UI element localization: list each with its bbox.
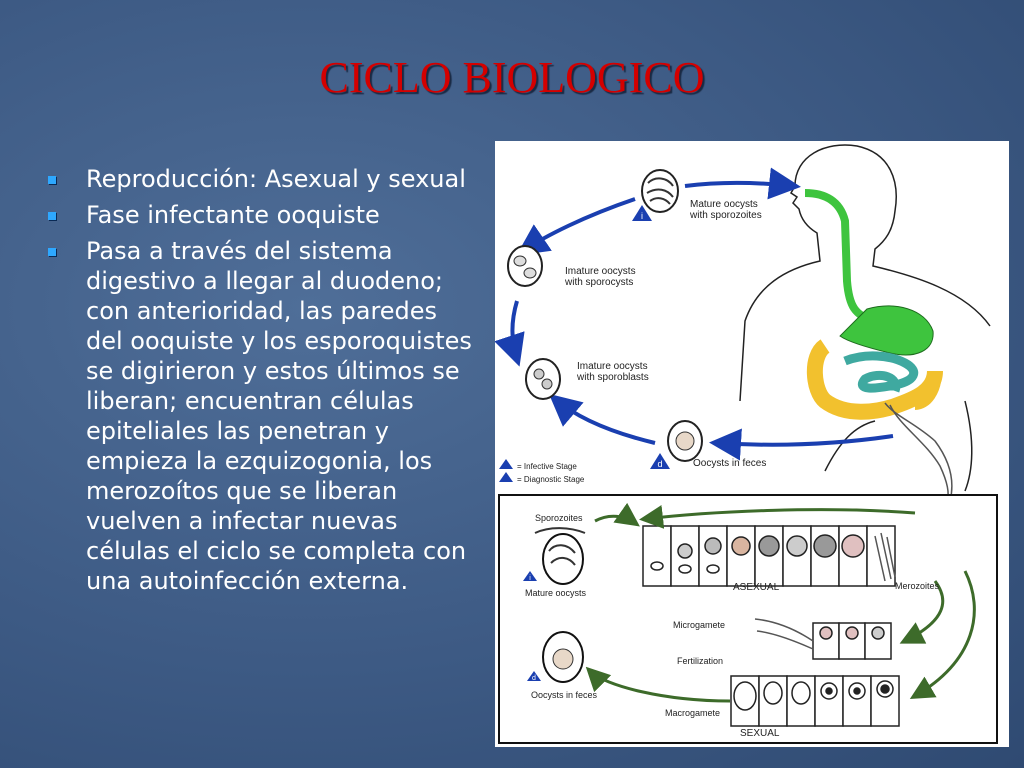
bottom-cycle-arrows [585,502,976,703]
label-oocysts-in-feces: Oocysts in feces [531,690,598,700]
stage-marker-infective: i [632,205,652,221]
label-merozoites: Merozoites [895,581,940,591]
label-with-sporozoites: with sporozoites [689,210,762,221]
sexual-stage-cells [730,618,900,727]
life-cycle-diagram: i d Mature oocysts with sporozoites Imat… [494,144,998,744]
bullet-list: Reproducción: Asexual y sexual Fase infe… [44,164,474,602]
oocyst-mature [641,169,679,213]
stage-marker-diagnostic: d [650,453,670,469]
oocyst-immature-sporoblasts [525,358,561,400]
legend-infective: = Infective Stage [517,462,577,471]
diagnostic-stage-icon [499,472,513,482]
mature-oocyst-bottom: i [523,527,586,585]
label-microgamete: Microgamete [673,620,725,630]
label-imature-oocysts: Imature oocysts [577,361,648,372]
label-asexual: ASEXUAL [733,582,780,593]
bullet-text: Reproducción: Asexual y sexual [86,165,466,193]
label-mature-oocysts: Mature oocysts [525,588,587,598]
label-imature-oocysts: Imature oocysts [565,266,636,277]
svg-text:i: i [641,211,643,221]
bullet-item: Pasa a través del sistema digestivo a ll… [44,236,474,596]
bullet-square-icon [48,176,56,184]
cycle-arrows [494,167,894,461]
legend: = Infective Stage = Diagnostic Stage [499,459,585,484]
label-fertilization: Fertilization [677,656,723,666]
label-with-sporocysts: with sporocysts [564,277,633,288]
oocyst-in-feces-bottom: d [527,631,584,683]
label-sporozoites: Sporozoites [535,513,583,523]
oocyst-in-feces [667,420,703,462]
infective-stage-icon [523,571,537,581]
label-oocysts-in-feces: Oocysts in feces [693,458,766,469]
human-silhouette [739,144,991,492]
bullet-item: Reproducción: Asexual y sexual [44,164,474,194]
bullet-item: Fase infectante ooquiste [44,200,474,230]
oocyst-immature-sporocysts [507,245,543,287]
svg-text:i: i [529,575,531,582]
bullet-square-icon [48,248,56,256]
infective-stage-icon [499,459,513,469]
diagnostic-stage-icon [527,671,541,681]
svg-text:d: d [657,459,662,469]
bullet-text: Pasa a través del sistema digestivo a ll… [86,237,472,595]
label-with-sporoblasts: with sporoblasts [576,372,649,383]
bullet-square-icon [48,212,56,220]
label-sexual: SEXUAL [740,728,780,739]
asexual-cell-row [642,525,896,587]
svg-text:d: d [532,675,536,682]
bullet-text: Fase infectante ooquiste [86,201,380,229]
label-mature-oocysts: Mature oocysts [690,199,758,210]
legend-diagnostic: = Diagnostic Stage [517,475,585,484]
slide-title: CICLO BIOLOGICO [319,53,705,102]
digestive-tract [804,189,953,502]
life-cycle-figure: i d Mature oocysts with sporozoites Imat… [494,141,1009,747]
label-macrogamete: Macrogamete [665,708,720,718]
